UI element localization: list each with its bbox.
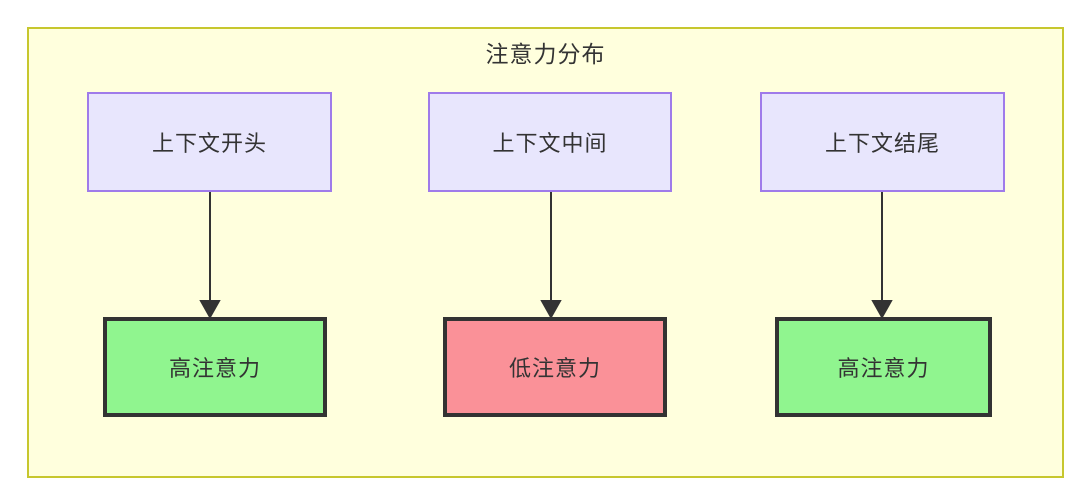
diagram-title: 注意力分布 [485,41,606,67]
node-label: 上下文结尾 [824,131,940,156]
node-attention-low-middle[interactable]: 低注意力 [443,317,667,417]
node-context-end[interactable]: 上下文结尾 [760,92,1005,192]
node-label: 高注意力 [837,356,930,381]
node-label: 低注意力 [508,356,601,381]
node-label: 上下文开头 [151,131,267,156]
node-attention-high-end[interactable]: 高注意力 [775,317,992,417]
node-label: 高注意力 [168,356,261,381]
node-attention-high-start[interactable]: 高注意力 [103,317,327,417]
node-context-middle[interactable]: 上下文中间 [428,92,672,192]
node-context-start[interactable]: 上下文开头 [87,92,332,192]
node-label: 上下文中间 [492,131,608,156]
